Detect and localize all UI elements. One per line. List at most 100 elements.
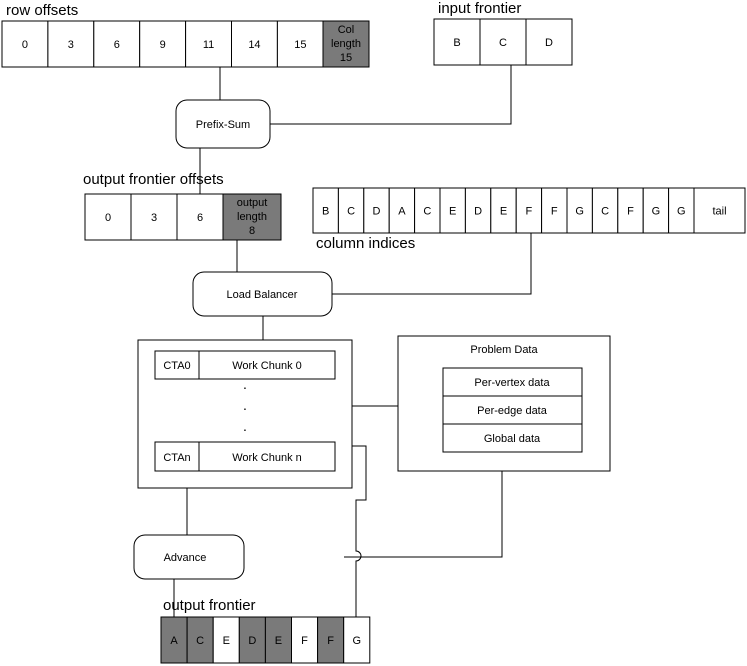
column-indices-cell [541,187,568,234]
column-indices-cell [515,187,543,234]
output-offsets-title: output frontier offsets [83,171,224,188]
input-frontier-array: B C D [433,18,573,66]
output-frontier-value: E [275,635,282,647]
row-offsets-value: 9 [160,39,166,51]
connector-problemdata-advance [344,471,503,558]
input-frontier-value: B [453,37,460,49]
column-indices-value: C [423,206,431,218]
column-indices-cell [439,187,466,234]
row-offsets-value: 14 [248,39,260,51]
output-offsets-value: 0 [105,212,111,224]
column-indices-cell [363,187,390,234]
column-indices-value: F [526,206,533,218]
problem-data-title: Problem Data [470,344,538,356]
output-length-line3: 8 [249,225,255,237]
output-length-line2: length [237,211,267,223]
connector-columnindices-loadbalancer [332,233,532,295]
work-chunk-n-label: Work Chunk n [232,452,302,464]
work-chunk-0-label: Work Chunk 0 [232,360,302,372]
output-frontier-cell [238,616,266,664]
column-indices-cell [591,187,619,234]
row-offsets-value: 6 [114,39,120,51]
input-frontier-value: C [499,37,507,49]
ellipsis-dot-3: . [243,418,247,434]
row-offsets-col-length-line3: 15 [340,52,352,64]
cta0-label: CTA0 [163,360,190,372]
cta0-cell [154,350,200,380]
output-frontier-title: output frontier [163,597,256,614]
column-indices-value: G [652,206,661,218]
input-frontier-value: D [545,37,553,49]
column-indices-value: G [575,206,584,218]
output-frontier-cell [186,616,214,664]
row-offsets-col-length-cell [322,20,370,68]
output-offsets-value: 3 [151,212,157,224]
output-frontier-cell [291,616,319,664]
column-indices-cell [490,187,517,234]
output-frontier-cell [343,616,371,664]
load-balancer-label: Load Balancer [227,289,298,301]
problem-data-item-label: Per-edge data [477,405,548,417]
ellipsis-dot-2: . [243,397,247,413]
output-offsets-cell [130,193,178,241]
ellipsis-dot-1: . [243,376,247,392]
column-indices-cell [693,187,746,234]
input-frontier-cell [525,18,573,66]
column-indices-value: E [449,206,456,218]
column-indices-cell [414,187,441,234]
advance-label: Advance [164,552,207,564]
column-indices-value: D [373,206,381,218]
output-frontier-value: E [223,635,230,647]
column-indices-value: A [398,206,406,218]
input-frontier-title: input frontier [438,0,521,17]
work-chunk-n-cell [198,441,336,472]
output-frontier-value: F [301,635,308,647]
output-frontier-value: F [327,635,334,647]
prefix-sum-label: Prefix-Sum [196,119,250,131]
connector-workchunk-outputfrontier [335,445,367,622]
row-offsets-cell [276,20,324,68]
column-indices-value: F [627,206,634,218]
column-indices-value: G [677,206,686,218]
column-indices-value: F [551,206,558,218]
ctan-cell [154,441,200,472]
output-frontier-value: C [196,635,204,647]
column-indices-cell [337,187,365,234]
column-indices-value: C [347,206,355,218]
input-frontier-cell [433,18,481,66]
row-offsets-cell [47,20,95,68]
row-offsets-col-length-line1: Col [338,24,355,36]
column-indices-value: B [322,206,329,218]
row-offsets-value: 15 [294,39,306,51]
load-balancer-box [192,271,333,317]
advance-box [133,534,245,580]
output-frontier-value: A [170,635,178,647]
connectors [173,65,532,622]
row-offsets-cell [231,20,278,68]
prefix-sum-box [175,99,271,149]
row-offsets-value: 3 [68,39,74,51]
output-length-line1: output [237,197,268,209]
output-frontier-value: G [352,635,361,647]
row-offsets-col-length-line2: length [331,38,361,50]
column-indices-cell [642,187,670,234]
connector-inputfrontier-prefixsum [270,65,512,125]
row-offsets-value: 11 [203,39,214,51]
row-offsets-cell [1,20,49,68]
column-indices-value: E [500,206,507,218]
input-frontier-cell [479,18,527,66]
column-indices-cell [566,187,593,234]
output-length-cell [222,193,282,241]
output-offsets-cell [176,193,224,241]
column-indices-title: column indices [316,235,415,252]
problem-data-item-label: Global data [484,433,541,445]
work-chunk-0-cell [198,350,336,380]
ctan-label: CTAn [163,452,190,464]
column-indices-value: D [474,206,482,218]
